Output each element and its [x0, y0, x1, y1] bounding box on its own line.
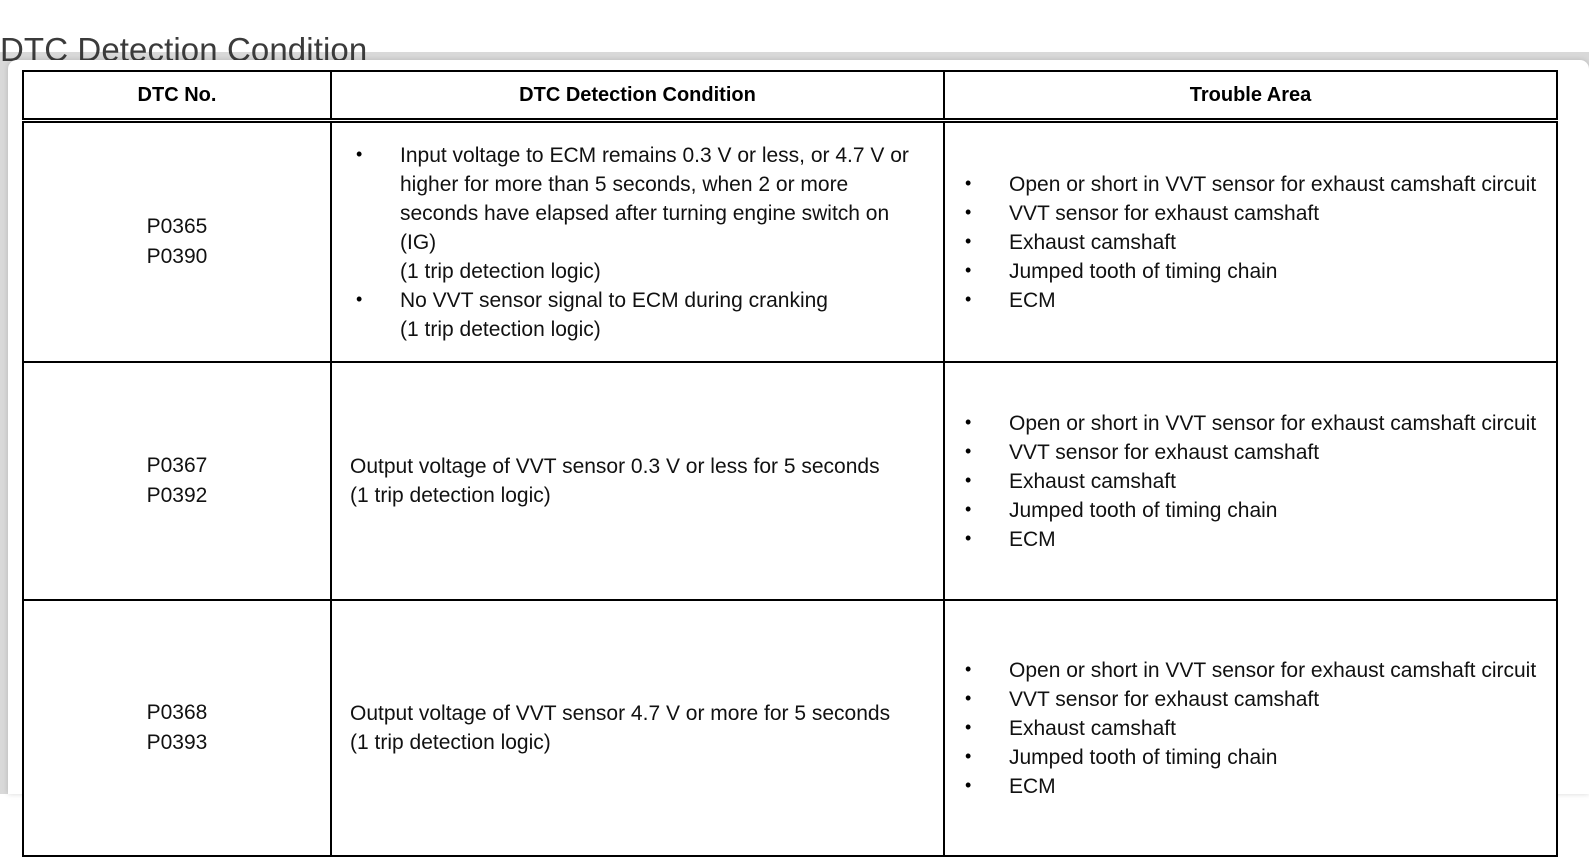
table-header: DTC No. DTC Detection Condition Trouble … [22, 70, 1558, 123]
table-row: P0365 P0390 Input voltage to ECM remains… [22, 119, 1558, 363]
condition-list: Input voltage to ECM remains 0.3 V or le… [346, 140, 931, 344]
dtc-code: P0367 [146, 454, 208, 477]
column-header-detection-condition: DTC Detection Condition [330, 70, 945, 123]
dtc-code: P0368 [146, 701, 208, 724]
trouble-area-list: Open or short in VVT sensor for exhaust … [953, 408, 1544, 554]
content-panel: DTC No. DTC Detection Condition Trouble … [8, 60, 1589, 857]
list-item: Exhaust camshaft [953, 466, 1544, 496]
column-header-trouble-area: Trouble Area [943, 70, 1558, 123]
list-item: ECM [953, 285, 1544, 315]
list-item-text: No VVT sensor signal to ECM during crank… [400, 288, 828, 312]
condition-line: (1 trip detection logic) [350, 484, 551, 507]
cell-dtc-codes: P0365 P0390 [22, 119, 332, 363]
list-item: Input voltage to ECM remains 0.3 V or le… [346, 140, 931, 286]
cell-trouble-area: Open or short in VVT sensor for exhaust … [943, 361, 1558, 601]
table-row: P0368 P0393 Output voltage of VVT sensor… [22, 599, 1558, 857]
column-header-dtc-no: DTC No. [22, 70, 332, 123]
condition-line: Output voltage of VVT sensor 4.7 V or mo… [350, 702, 891, 725]
dtc-code: P0393 [146, 731, 208, 754]
list-item: Exhaust camshaft [953, 227, 1544, 257]
list-item: Open or short in VVT sensor for exhaust … [953, 169, 1544, 199]
condition-line: (1 trip detection logic) [350, 731, 551, 754]
cell-dtc-codes: P0368 P0393 [22, 599, 332, 857]
trouble-area-list: Open or short in VVT sensor for exhaust … [953, 655, 1544, 801]
list-item: Jumped tooth of timing chain [953, 256, 1544, 286]
list-item: Jumped tooth of timing chain [953, 742, 1544, 772]
table-body: P0365 P0390 Input voltage to ECM remains… [22, 119, 1558, 857]
list-item-subtext: (1 trip detection logic) [400, 317, 601, 341]
list-item: VVT sensor for exhaust camshaft [953, 437, 1544, 467]
list-item-subtext: (1 trip detection logic) [400, 259, 601, 283]
list-item-text: Input voltage to ECM remains 0.3 V or le… [400, 143, 909, 254]
list-item: Open or short in VVT sensor for exhaust … [953, 408, 1544, 438]
cell-dtc-codes: P0367 P0392 [22, 361, 332, 601]
cell-trouble-area: Open or short in VVT sensor for exhaust … [943, 599, 1558, 857]
trouble-area-list: Open or short in VVT sensor for exhaust … [953, 169, 1544, 315]
list-item: No VVT sensor signal to ECM during crank… [346, 285, 931, 344]
list-item: Exhaust camshaft [953, 713, 1544, 743]
cell-trouble-area: Open or short in VVT sensor for exhaust … [943, 119, 1558, 363]
dtc-code: P0392 [146, 484, 208, 507]
list-item: ECM [953, 771, 1544, 801]
cell-detection-condition: Input voltage to ECM remains 0.3 V or le… [330, 119, 945, 363]
dtc-code: P0365 [146, 215, 208, 238]
list-item: VVT sensor for exhaust camshaft [953, 684, 1544, 714]
cell-detection-condition: Output voltage of VVT sensor 0.3 V or le… [330, 361, 945, 601]
list-item: Open or short in VVT sensor for exhaust … [953, 655, 1544, 685]
condition-line: Output voltage of VVT sensor 0.3 V or le… [350, 455, 880, 478]
table-header-row: DTC No. DTC Detection Condition Trouble … [22, 70, 1558, 123]
dtc-detection-table: DTC No. DTC Detection Condition Trouble … [22, 70, 1558, 857]
list-item: VVT sensor for exhaust camshaft [953, 198, 1544, 228]
list-item: ECM [953, 524, 1544, 554]
cell-detection-condition: Output voltage of VVT sensor 4.7 V or mo… [330, 599, 945, 857]
condition-text: Output voltage of VVT sensor 4.7 V or mo… [346, 699, 931, 757]
condition-text: Output voltage of VVT sensor 0.3 V or le… [346, 452, 931, 510]
dtc-code: P0390 [146, 245, 208, 268]
table-row: P0367 P0392 Output voltage of VVT sensor… [22, 361, 1558, 601]
list-item: Jumped tooth of timing chain [953, 495, 1544, 525]
